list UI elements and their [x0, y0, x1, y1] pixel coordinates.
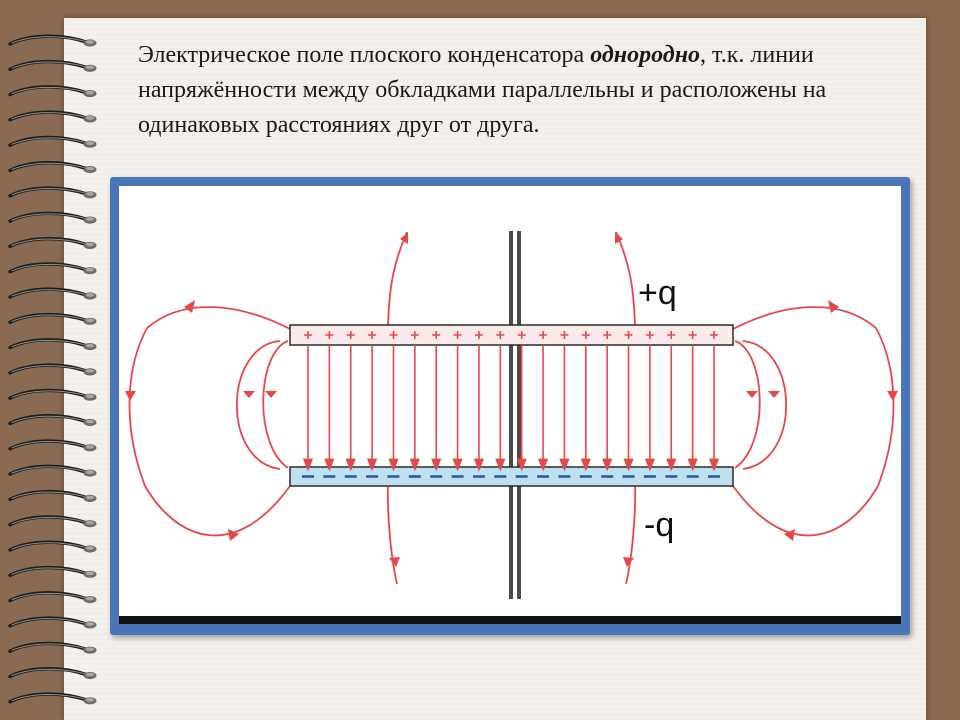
fringe-arrow [184, 300, 195, 313]
fringe-arrow [615, 232, 623, 244]
plus-mark [432, 331, 441, 339]
binding-ring [8, 161, 97, 174]
binding-ring [8, 667, 97, 680]
plus-mark [474, 331, 483, 339]
caption-emphasis: однородно [590, 42, 701, 68]
capacitor-figure-frame: +q -q [110, 177, 910, 635]
fringe-line [615, 231, 636, 328]
plus-mark [603, 331, 612, 339]
central-rod [509, 231, 521, 599]
fringe-arrow [389, 557, 400, 567]
fringe-field-lines [125, 231, 898, 585]
fringe-line [732, 485, 879, 537]
plus-mark [645, 331, 654, 339]
fringe-arrow [784, 529, 795, 541]
plus-mark [496, 331, 505, 339]
fringe-line [144, 485, 291, 537]
binding-ring [8, 338, 97, 351]
plus-mark [304, 331, 312, 339]
caption-text-start: Электрическое поле плоского конденсатора [138, 42, 591, 68]
fringe-arrow [400, 232, 408, 244]
fringe-line [732, 306, 877, 330]
spiral-binding [8, 34, 97, 705]
fringe-line [734, 340, 761, 469]
fringe-line [146, 306, 291, 330]
fringe-arrow [887, 391, 898, 401]
plus-mark [389, 331, 398, 339]
fringe-arrow [746, 391, 758, 398]
plus-mark [410, 331, 419, 339]
fringe-arrow [828, 300, 839, 313]
positive-charge-label: +q [638, 274, 677, 312]
binding-ring [8, 135, 97, 148]
binding-ring [8, 236, 97, 249]
fringe-arrow [623, 557, 634, 567]
binding-ring [8, 414, 97, 427]
fringe-line [386, 481, 398, 585]
fringe-arrow [768, 391, 780, 398]
binding-ring [8, 287, 97, 300]
binding-ring [8, 110, 97, 123]
fringe-line [128, 327, 148, 487]
fringe-line [742, 340, 788, 470]
binding-ring [8, 540, 97, 553]
fringe-line [235, 340, 281, 470]
binding-ring [8, 312, 97, 325]
plus-mark [346, 331, 355, 339]
binding-ring [8, 59, 97, 72]
capacitor-field-diagram: +q -q [119, 231, 901, 624]
binding-ring [8, 211, 97, 224]
plus-mark [710, 331, 718, 339]
binding-ring [8, 363, 97, 376]
fringe-line [875, 327, 895, 487]
fringe-arrow [228, 529, 239, 541]
binding-ring [8, 262, 97, 275]
negative-plate [289, 466, 734, 487]
positive-charge-marks [304, 331, 718, 339]
positive-plate [289, 324, 734, 346]
fringe-arrow [125, 391, 136, 401]
plus-mark [368, 331, 377, 339]
fringe-arrow [265, 391, 277, 398]
plus-mark [325, 331, 334, 339]
plus-mark [560, 331, 569, 339]
fringe-line [625, 481, 637, 585]
binding-ring [8, 565, 97, 578]
binding-ring [8, 489, 97, 502]
plus-mark [688, 331, 697, 339]
caption-text-end: , т.к. линии напряжённости между обкладк… [138, 42, 827, 138]
plus-mark [667, 331, 676, 339]
plus-mark [624, 331, 633, 339]
binding-ring [8, 641, 97, 654]
plus-mark [539, 331, 548, 339]
fringe-arrow [243, 391, 255, 398]
binding-ring [8, 85, 97, 98]
binding-ring [8, 34, 97, 47]
binding-ring [8, 439, 97, 452]
negative-charge-label: -q [644, 506, 674, 544]
fringe-line [262, 340, 289, 469]
binding-ring [8, 464, 97, 477]
uniform-field-lines [302, 345, 720, 472]
plus-mark [517, 331, 526, 339]
binding-ring [8, 591, 97, 604]
fringe-line [387, 231, 408, 328]
binding-ring [8, 515, 97, 528]
binding-ring [8, 388, 97, 401]
plus-mark [453, 331, 462, 339]
caption-text: Электрическое поле плоского конденсатора… [138, 38, 918, 174]
binding-ring [8, 692, 97, 705]
plus-mark [581, 331, 590, 339]
capacitor-figure: +q -q [119, 186, 901, 624]
figure-bottom-bar [119, 616, 901, 624]
binding-ring [8, 616, 97, 629]
binding-ring [8, 186, 97, 199]
